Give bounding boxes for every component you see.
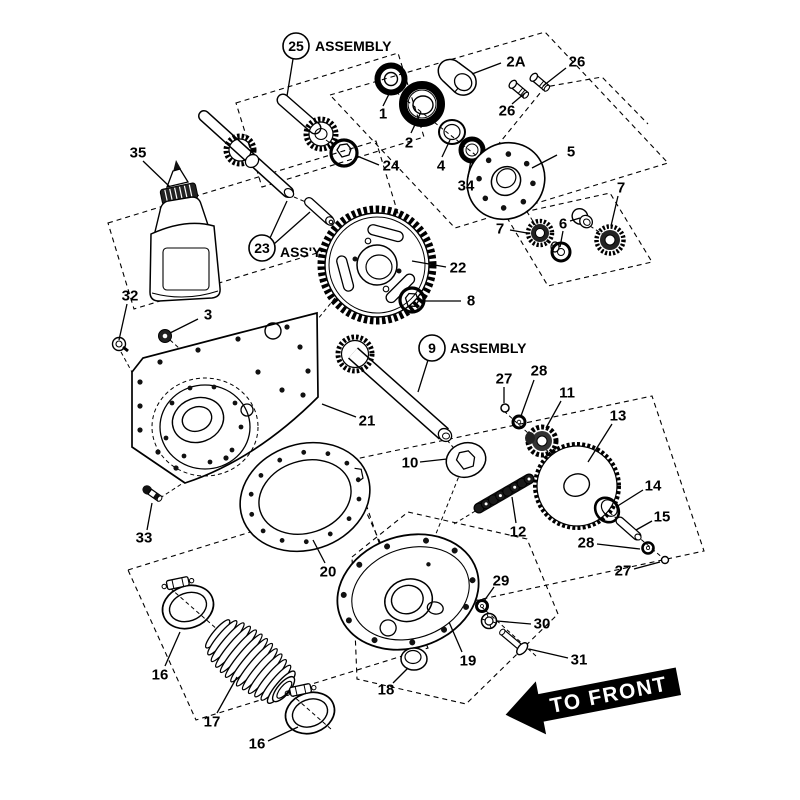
plate-bolt-holes <box>137 324 311 471</box>
bevel-gear-7-right <box>594 224 626 256</box>
callout-26a: 26 <box>569 54 586 71</box>
callout-11: 11 <box>559 385 575 402</box>
callout-7b: 7 <box>617 180 625 197</box>
callout-2: 2 <box>405 135 413 152</box>
callout-1: 1 <box>379 106 387 123</box>
callout-2A: 2A <box>506 54 525 71</box>
clamp-16-upper <box>161 576 215 630</box>
callout-15: 15 <box>654 509 671 526</box>
callout-6: 6 <box>559 216 567 233</box>
callout-12: 12 <box>510 524 527 541</box>
bolt-31 <box>499 628 529 656</box>
callout-4: 4 <box>437 158 446 175</box>
callout-26b: 26 <box>499 103 516 120</box>
callout-17: 17 <box>204 714 221 731</box>
shaft-25 <box>276 93 339 152</box>
gasket <box>239 441 371 553</box>
assembly-23-label: ASS'Y. <box>280 244 324 260</box>
assembly-9-number: 9 <box>428 340 436 356</box>
cup-14 <box>593 496 621 524</box>
bearing-1 <box>374 62 408 96</box>
callout-19: 19 <box>460 653 477 670</box>
bearing-2 <box>399 81 445 127</box>
callout-27a: 27 <box>496 371 513 388</box>
nut-30 <box>480 612 498 630</box>
stud-33 <box>142 485 163 502</box>
washer-4 <box>438 119 466 145</box>
bellows-17 <box>204 619 296 705</box>
callout-16a: 16 <box>152 667 169 684</box>
shaft-23 <box>198 110 295 199</box>
mounting-plate <box>131 311 319 484</box>
sprocket-13 <box>533 442 621 530</box>
callout-3: 3 <box>204 307 212 324</box>
bushing-6-upper <box>571 208 594 229</box>
callout-31: 31 <box>571 652 588 669</box>
ring-8 <box>398 286 426 314</box>
leader-lines <box>118 58 661 742</box>
callout-24: 24 <box>383 158 400 175</box>
callout-35: 35 <box>130 145 147 162</box>
callout-32: 32 <box>122 288 139 305</box>
washer-28-lower <box>641 541 655 555</box>
assembly-callout-23: 23 ASS'Y. <box>248 234 324 262</box>
callout-29: 29 <box>493 573 510 590</box>
assembly-callout-25: 25 ASSEMBLY <box>282 32 392 60</box>
roller-23 <box>304 197 335 226</box>
screw-32 <box>111 336 129 353</box>
ball-27-upper <box>500 403 510 413</box>
clamp-16-lower <box>284 683 336 735</box>
callout-27b: 27 <box>615 563 632 580</box>
callout-28b: 28 <box>578 535 595 552</box>
callout-14: 14 <box>645 478 662 495</box>
collar-2A <box>437 58 477 96</box>
assembly-9-label: ASSEMBLY <box>450 340 527 356</box>
callout-28a: 28 <box>531 363 548 380</box>
nut-3 <box>158 329 172 343</box>
ball-27-lower <box>660 555 670 565</box>
callout-22: 22 <box>450 260 467 277</box>
callout-21: 21 <box>359 413 376 430</box>
to-front-arrow: TO FRONT <box>505 667 682 735</box>
seal-34 <box>458 136 486 164</box>
side-cover <box>336 533 480 651</box>
callout-33: 33 <box>136 530 153 547</box>
hub-flange <box>466 141 546 221</box>
washer-29 <box>475 599 489 613</box>
pin-15 <box>615 516 642 541</box>
callout-20: 20 <box>320 564 337 581</box>
pinion-11 <box>525 424 559 458</box>
assembly-25-label: ASSEMBLY <box>315 38 392 54</box>
bearing-24 <box>329 138 359 168</box>
shaft-9 <box>335 334 453 443</box>
assembly-23-number: 23 <box>254 240 270 256</box>
callout-34: 34 <box>458 178 475 195</box>
oil-bottle <box>149 160 221 302</box>
callout-16b: 16 <box>249 736 266 753</box>
callout-7a: 7 <box>496 221 504 238</box>
washer-10 <box>445 441 487 479</box>
callout-30: 30 <box>534 616 551 633</box>
bolt-26-a <box>508 79 530 99</box>
bevel-gear-7-left <box>525 218 555 248</box>
to-front-label: TO FRONT <box>548 673 669 718</box>
callout-18: 18 <box>378 682 395 699</box>
bolt-26-b <box>529 72 551 92</box>
callout-8: 8 <box>467 293 475 310</box>
callout-5: 5 <box>567 144 575 161</box>
washer-28-upper <box>511 414 527 430</box>
chain-12 <box>473 473 535 514</box>
assembly-25-number: 25 <box>288 38 304 54</box>
callout-labels: 1 2 2A 26 26 4 34 5 24 7 6 7 22 8 35 32 … <box>122 54 671 753</box>
assembly-callout-9: 9 ASSEMBLY <box>418 334 527 362</box>
cover-plug <box>400 647 428 671</box>
callout-13: 13 <box>610 408 627 425</box>
callout-10: 10 <box>402 455 419 472</box>
